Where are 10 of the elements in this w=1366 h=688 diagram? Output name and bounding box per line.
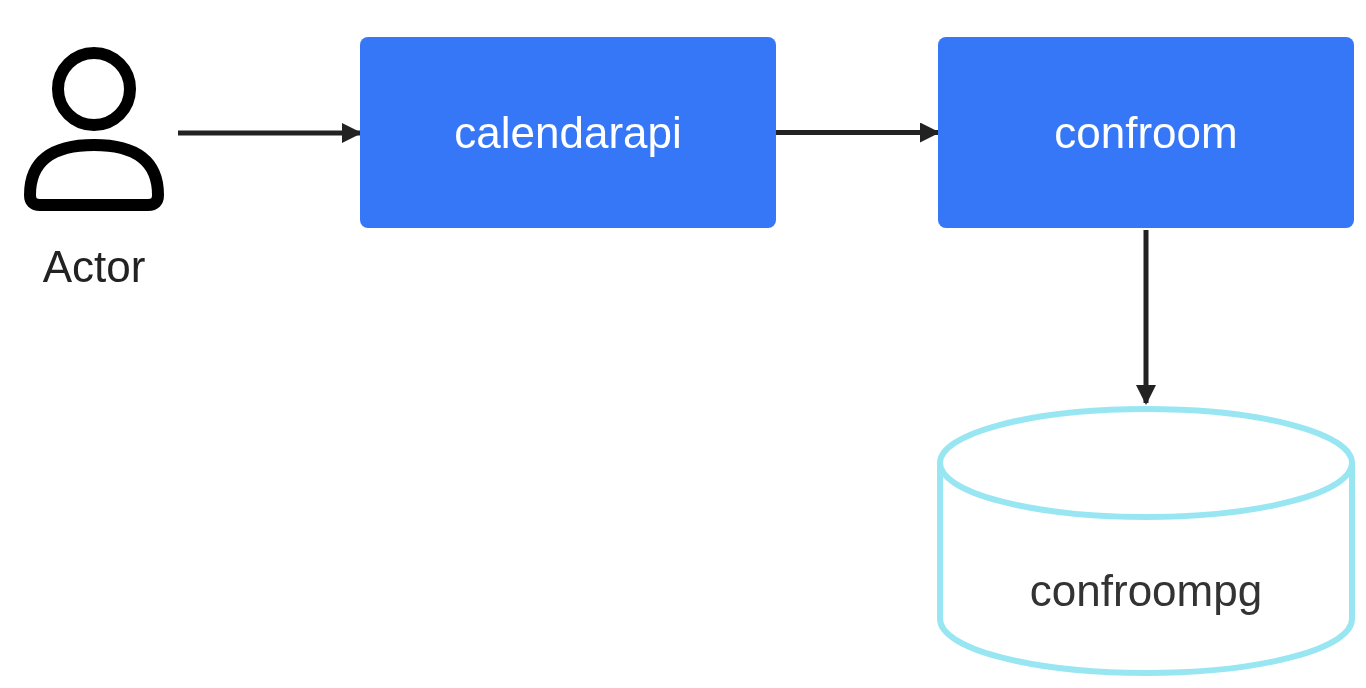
arrow	[1136, 230, 1156, 405]
database-label: confroompg	[1029, 565, 1263, 617]
actor-label: Actor	[42, 245, 146, 289]
service-box	[938, 37, 1354, 228]
arrow	[776, 122, 940, 143]
database-cylinder	[936, 405, 1356, 677]
service-box	[360, 37, 776, 228]
service-label: confroom	[1054, 106, 1238, 159]
service-label: calendarapi	[454, 106, 682, 159]
arrow	[178, 123, 362, 143]
